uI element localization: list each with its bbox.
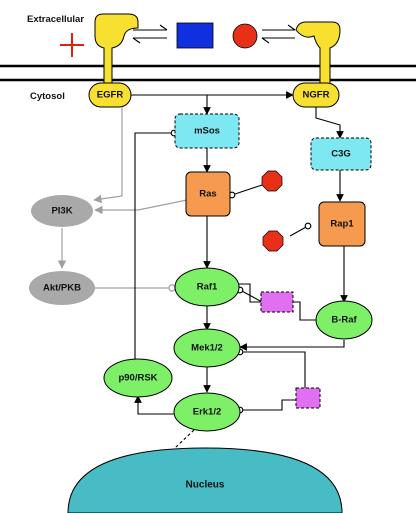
raf1-label: Raf1 [197,282,218,293]
node-raf1: Raf1 [174,267,240,307]
extracellular-label: Extracellular [27,14,84,25]
node-c3g: C3G [310,137,372,171]
inhibitor-octagon-ras [261,170,283,192]
phosphatase-box-1 [260,291,294,313]
braf-label: B-Raf [331,315,357,326]
egfr-label: EGFR [97,90,124,101]
nucleus-label: Nucleus [186,480,225,491]
node-ras: Ras [185,171,231,217]
nucleus: Nucleus [67,447,343,513]
node-braf: B-Raf [315,300,373,340]
ngfr-receptor: NGFR [292,21,341,108]
msos-label: mSos [194,126,220,137]
c3g-label: C3G [331,149,351,160]
p90rsk-label: p90/RSK [118,373,157,384]
pi3k-label: PI3K [51,206,72,217]
ngfr-label: NGFR [303,90,330,101]
equilibrium-arrows-left [132,24,168,44]
edges [57,91,348,497]
ras-label: Ras [199,189,216,200]
node-p90rsk: p90/RSK [103,358,173,398]
node-erk: Erk1/2 [173,392,241,432]
rap1-label: Rap1 [330,219,354,230]
cytosol-label: Cytosol [30,91,65,102]
node-rap1: Rap1 [318,201,366,247]
equilibrium-arrows-right [261,24,296,44]
ligand-circle [232,23,258,49]
erk-label: Erk1/2 [193,407,222,418]
mek-label: Mek1/2 [191,343,223,354]
egfr-receptor: EGFR [88,13,139,108]
node-mek: Mek1/2 [173,328,241,368]
inhibitor-octagon-rap1 [262,230,284,252]
plasma-membrane [0,64,416,82]
akt-label: Akt/PKB [43,283,81,294]
ligand-square [176,22,214,49]
node-msos: mSos [174,113,240,149]
inhibitor-cross-icon [60,33,84,57]
node-pi3k: PI3K [31,195,93,227]
node-akt: Akt/PKB [29,271,95,305]
phosphatase-box-2 [295,387,321,409]
